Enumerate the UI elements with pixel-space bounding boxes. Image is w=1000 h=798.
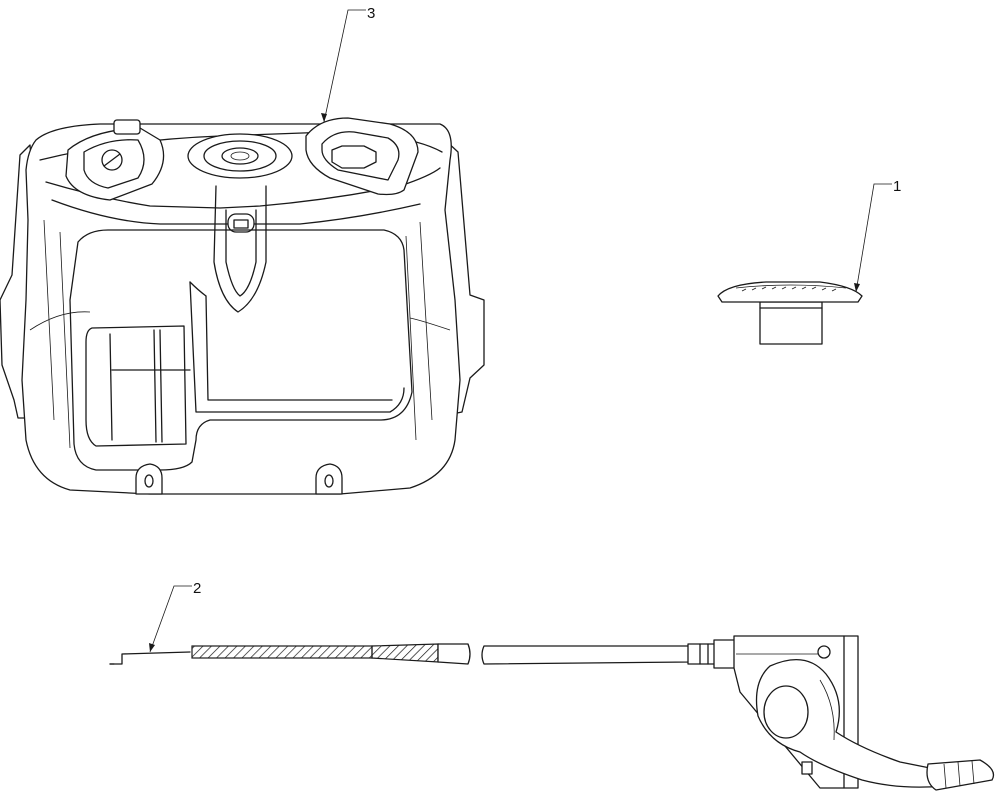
lever-arm bbox=[755, 659, 945, 788]
cable-housing-a bbox=[437, 643, 471, 665]
cable-ferrule bbox=[687, 643, 717, 665]
part-throttle-cable[interactable] bbox=[109, 635, 995, 791]
cable-wire-end bbox=[109, 651, 191, 665]
tank-sump-recess bbox=[85, 325, 187, 447]
callout-3: 3 bbox=[321, 5, 375, 123]
callout-2-label: 2 bbox=[193, 580, 201, 597]
callout-1: 1 bbox=[854, 178, 901, 293]
part-cap[interactable] bbox=[717, 281, 863, 345]
tank-vent-slot bbox=[233, 219, 249, 229]
lever-grip bbox=[926, 759, 995, 791]
callout-3-label: 3 bbox=[367, 5, 375, 22]
lever-pivot-pin bbox=[817, 645, 831, 659]
lever-eye bbox=[763, 685, 809, 739]
part-fuel-tank[interactable] bbox=[0, 117, 485, 495]
tank-lower-channel bbox=[189, 281, 405, 413]
cable-housing-b bbox=[481, 645, 691, 665]
tank-right-recess-slot bbox=[331, 145, 377, 169]
tank-upper-ridge-2 bbox=[51, 199, 421, 225]
tank-filler-hole bbox=[230, 151, 250, 161]
cable-spring-guard bbox=[191, 645, 373, 659]
cap-flange bbox=[717, 281, 863, 303]
tank-filler-inner bbox=[221, 147, 259, 165]
cap-stem bbox=[759, 301, 823, 345]
callout-1-label: 1 bbox=[893, 178, 901, 195]
tank-left-tab bbox=[113, 119, 141, 135]
tank-center-spine bbox=[213, 185, 267, 313]
callout-2: 2 bbox=[149, 580, 201, 653]
tank-inner-panel bbox=[69, 229, 413, 471]
